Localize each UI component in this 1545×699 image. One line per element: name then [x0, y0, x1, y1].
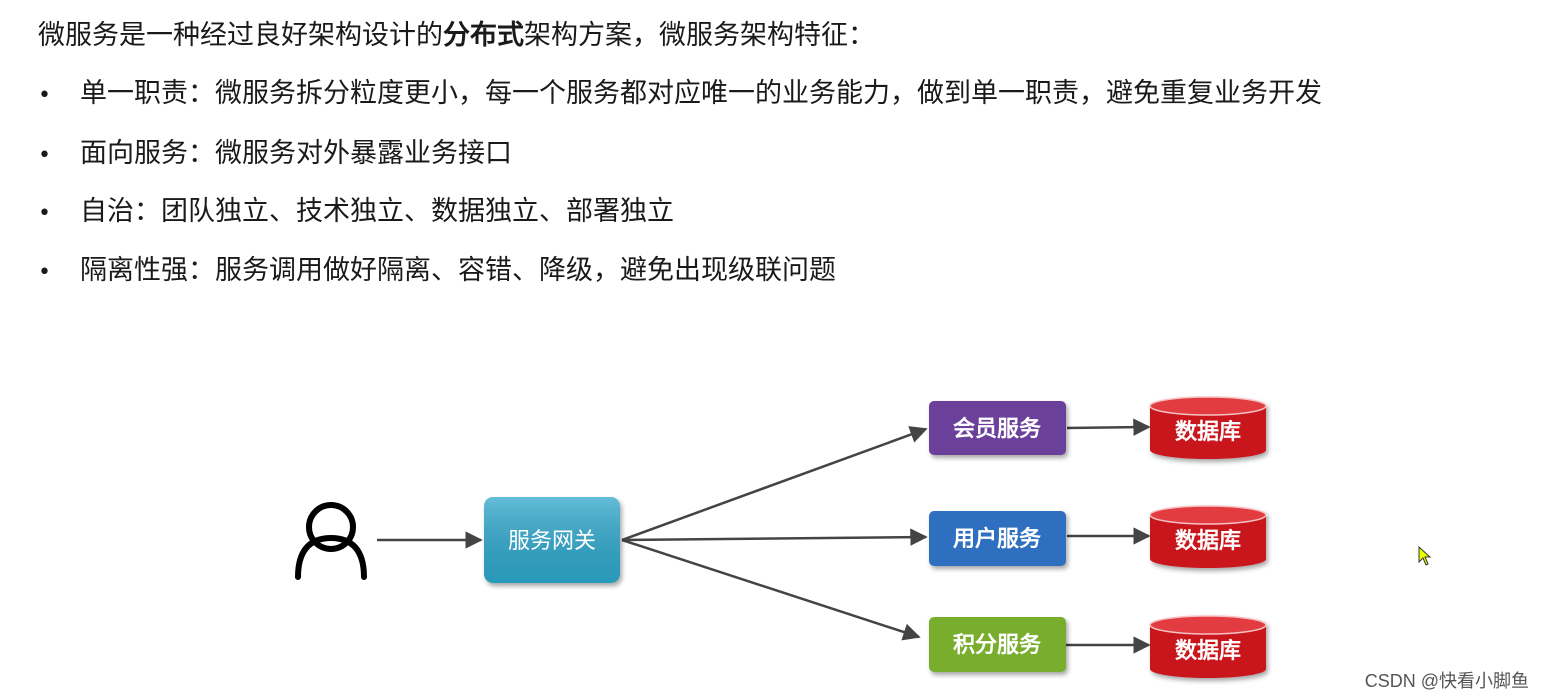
service-label-points: 积分服务 — [953, 633, 1042, 658]
database-label: 数据库 — [1175, 638, 1241, 664]
arrow-gateway-user — [621, 528, 928, 546]
arrow-gateway-member — [621, 426, 928, 542]
watermark: CSDN @快看小脚鱼 — [1364, 671, 1529, 691]
database-label: 数据库 — [1175, 528, 1241, 554]
intro-prefix: 微服务是一种经过良好架构设计的 — [38, 20, 443, 51]
bullet-icon: • — [38, 143, 51, 168]
bullet-icon: • — [38, 201, 51, 226]
feature-item: • 单一职责：微服务拆分粒度更小，每一个服务都对应唯一的业务能力，做到单一职责，避… — [38, 76, 1322, 114]
feature-text: 单一职责：微服务拆分粒度更小，每一个服务都对应唯一的业务能力，做到单一职责，避免… — [80, 78, 1322, 109]
intro-bold: 分布式 — [443, 20, 524, 51]
service-label-user: 用户服务 — [953, 526, 1042, 552]
service-node-points — [929, 617, 1066, 672]
arrow-gateway-points — [621, 538, 921, 641]
gateway-node — [484, 497, 620, 583]
mouse-cursor-icon — [1418, 546, 1432, 566]
database-label: 数据库 — [1175, 419, 1241, 445]
service-node-user — [929, 511, 1066, 566]
intro-suffix: 架构方案，微服务架构特征： — [524, 20, 875, 51]
database-node — [1149, 615, 1267, 678]
intro-text: 微服务是一种经过良好架构设计的分布式架构方案，微服务架构特征： — [38, 18, 875, 54]
feature-item: • 面向服务：微服务对外暴露业务接口 — [38, 136, 512, 174]
feature-text: 面向服务：微服务对外暴露业务接口 — [80, 138, 512, 169]
service-label-member: 会员服务 — [953, 416, 1042, 442]
feature-item: • 自治：团队独立、技术独立、数据独立、部署独立 — [38, 194, 674, 232]
bullet-icon: • — [38, 260, 51, 285]
gateway-label: 服务网关 — [508, 529, 596, 554]
feature-text: 自治：团队独立、技术独立、数据独立、部署独立 — [80, 196, 674, 227]
service-node-member — [929, 401, 1066, 455]
bullet-icon: • — [38, 83, 51, 108]
user-icon — [295, 502, 367, 580]
feature-text: 隔离性强：服务调用做好隔离、容错、降级，避免出现级联问题 — [80, 255, 836, 286]
database-node — [1149, 396, 1267, 459]
arrow-member-db — [1066, 418, 1151, 436]
feature-item: • 隔离性强：服务调用做好隔离、容错、降级，避免出现级联问题 — [38, 253, 836, 291]
database-node — [1149, 505, 1267, 568]
